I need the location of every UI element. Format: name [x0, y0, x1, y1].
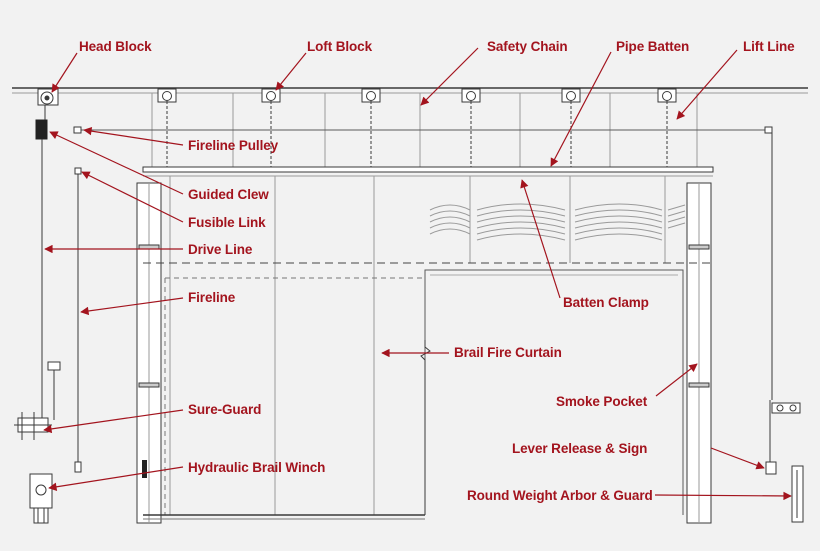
label-smoke-pocket: Smoke Pocket	[556, 394, 648, 409]
label-hydraulic-brail-winch: Hydraulic Brail Winch	[188, 460, 325, 475]
label-round-weight-arbor-guard: Round Weight Arbor & Guard	[467, 488, 653, 503]
label-batten-clamp: Batten Clamp	[563, 295, 649, 310]
label-brail-fire-curtain: Brail Fire Curtain	[454, 345, 562, 360]
leader-arrows	[43, 47, 792, 501]
label-head-block: Head Block	[79, 39, 152, 54]
label-fusible-link: Fusible Link	[188, 215, 266, 230]
lift-lines	[166, 101, 668, 168]
structure-drawing	[12, 87, 808, 524]
label-safety-chain: Safety Chain	[487, 39, 568, 54]
head-block-shape	[37, 88, 59, 106]
arbor-guard-shape	[791, 465, 804, 523]
label-guided-clew: Guided Clew	[188, 187, 269, 202]
brail-folds	[429, 203, 686, 241]
grid-hangers	[151, 93, 698, 170]
label-fireline: Fireline	[188, 290, 236, 305]
label-loft-block: Loft Block	[307, 39, 373, 54]
label-lever-release-sign: Lever Release & Sign	[512, 441, 647, 456]
label-lift-line: Lift Line	[743, 39, 795, 54]
label-drive-line: Drive Line	[188, 242, 253, 257]
winch-shape	[29, 473, 53, 524]
label-sure-guard: Sure-Guard	[188, 402, 261, 417]
label-fireline-pulley: Fireline Pulley	[188, 138, 279, 153]
drive-block	[35, 119, 48, 140]
label-pipe-batten: Pipe Batten	[616, 39, 689, 54]
loft-blocks	[157, 88, 677, 103]
curtain-lines	[169, 176, 666, 515]
